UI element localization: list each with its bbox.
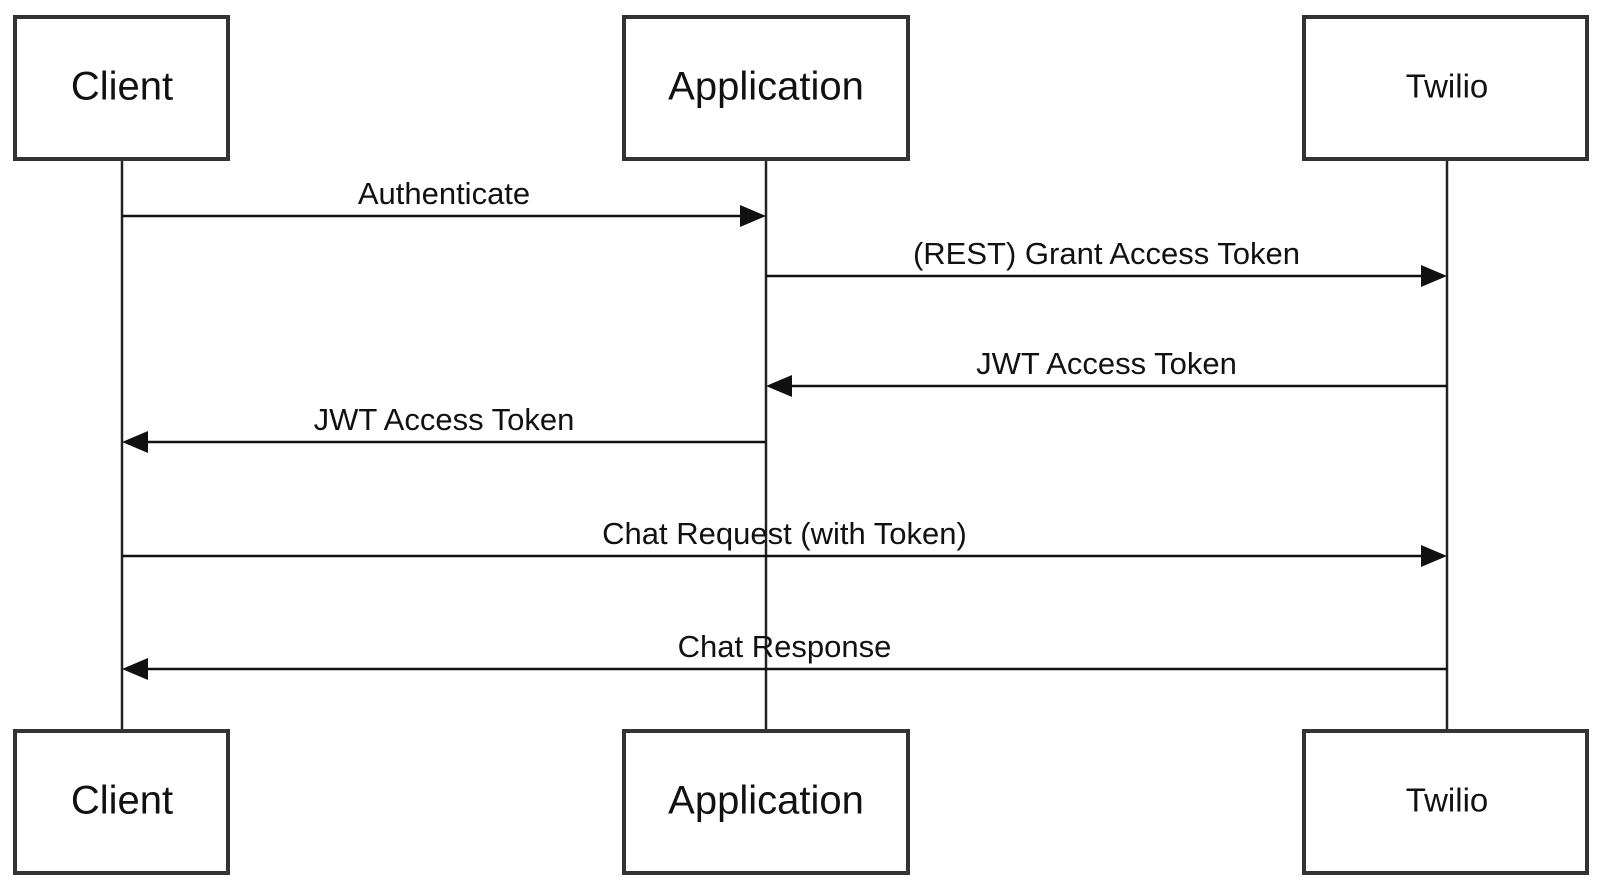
message-6: Chat Response (122, 629, 1447, 680)
message-4: JWT Access Token (122, 402, 766, 453)
actor-label: Application (668, 65, 864, 109)
actor-box-frame (622, 729, 910, 875)
actor-label: Client (71, 65, 173, 109)
actor-box-frame (622, 15, 910, 161)
messages: Authenticate (REST) Grant Access TokenJWT… (122, 176, 1447, 680)
actor-box-frame (13, 729, 230, 875)
actor-label: Twilio (1406, 782, 1489, 819)
actor-client-top: Client (13, 15, 230, 161)
actor-client-bottom: Client (13, 729, 230, 875)
actor-box-frame (1302, 729, 1589, 875)
arrowhead-icon (122, 431, 148, 453)
actor-twilio-top: Twilio (1302, 15, 1589, 161)
message-label: Authenticate (358, 176, 530, 211)
message-label: Chat Response (678, 629, 892, 664)
actors: ClientClientApplicationApplicationTwilio… (13, 15, 1589, 875)
lifelines (120, 159, 1449, 731)
message-2: (REST) Grant Access Token (766, 236, 1447, 287)
actor-label: Twilio (1406, 68, 1489, 105)
arrowhead-icon (122, 658, 148, 680)
actor-box-frame (1302, 15, 1589, 161)
actor-application-bottom: Application (622, 729, 910, 875)
arrowhead-icon (1421, 545, 1447, 567)
message-label: JWT Access Token (976, 346, 1237, 381)
message-label: JWT Access Token (314, 402, 575, 437)
actor-box-frame (13, 15, 230, 161)
actor-label: Application (668, 779, 864, 823)
message-label: Chat Request (with Token) (602, 516, 967, 551)
arrowhead-icon (740, 205, 766, 227)
message-5: Chat Request (with Token) (122, 516, 1447, 567)
actor-application-top: Application (622, 15, 910, 161)
message-label: (REST) Grant Access Token (913, 236, 1300, 271)
arrowhead-icon (1421, 265, 1447, 287)
actor-twilio-bottom: Twilio (1302, 729, 1589, 875)
arrowhead-icon (766, 375, 792, 397)
actor-label: Client (71, 779, 173, 823)
message-1: Authenticate (122, 176, 766, 227)
message-3: JWT Access Token (766, 346, 1447, 397)
